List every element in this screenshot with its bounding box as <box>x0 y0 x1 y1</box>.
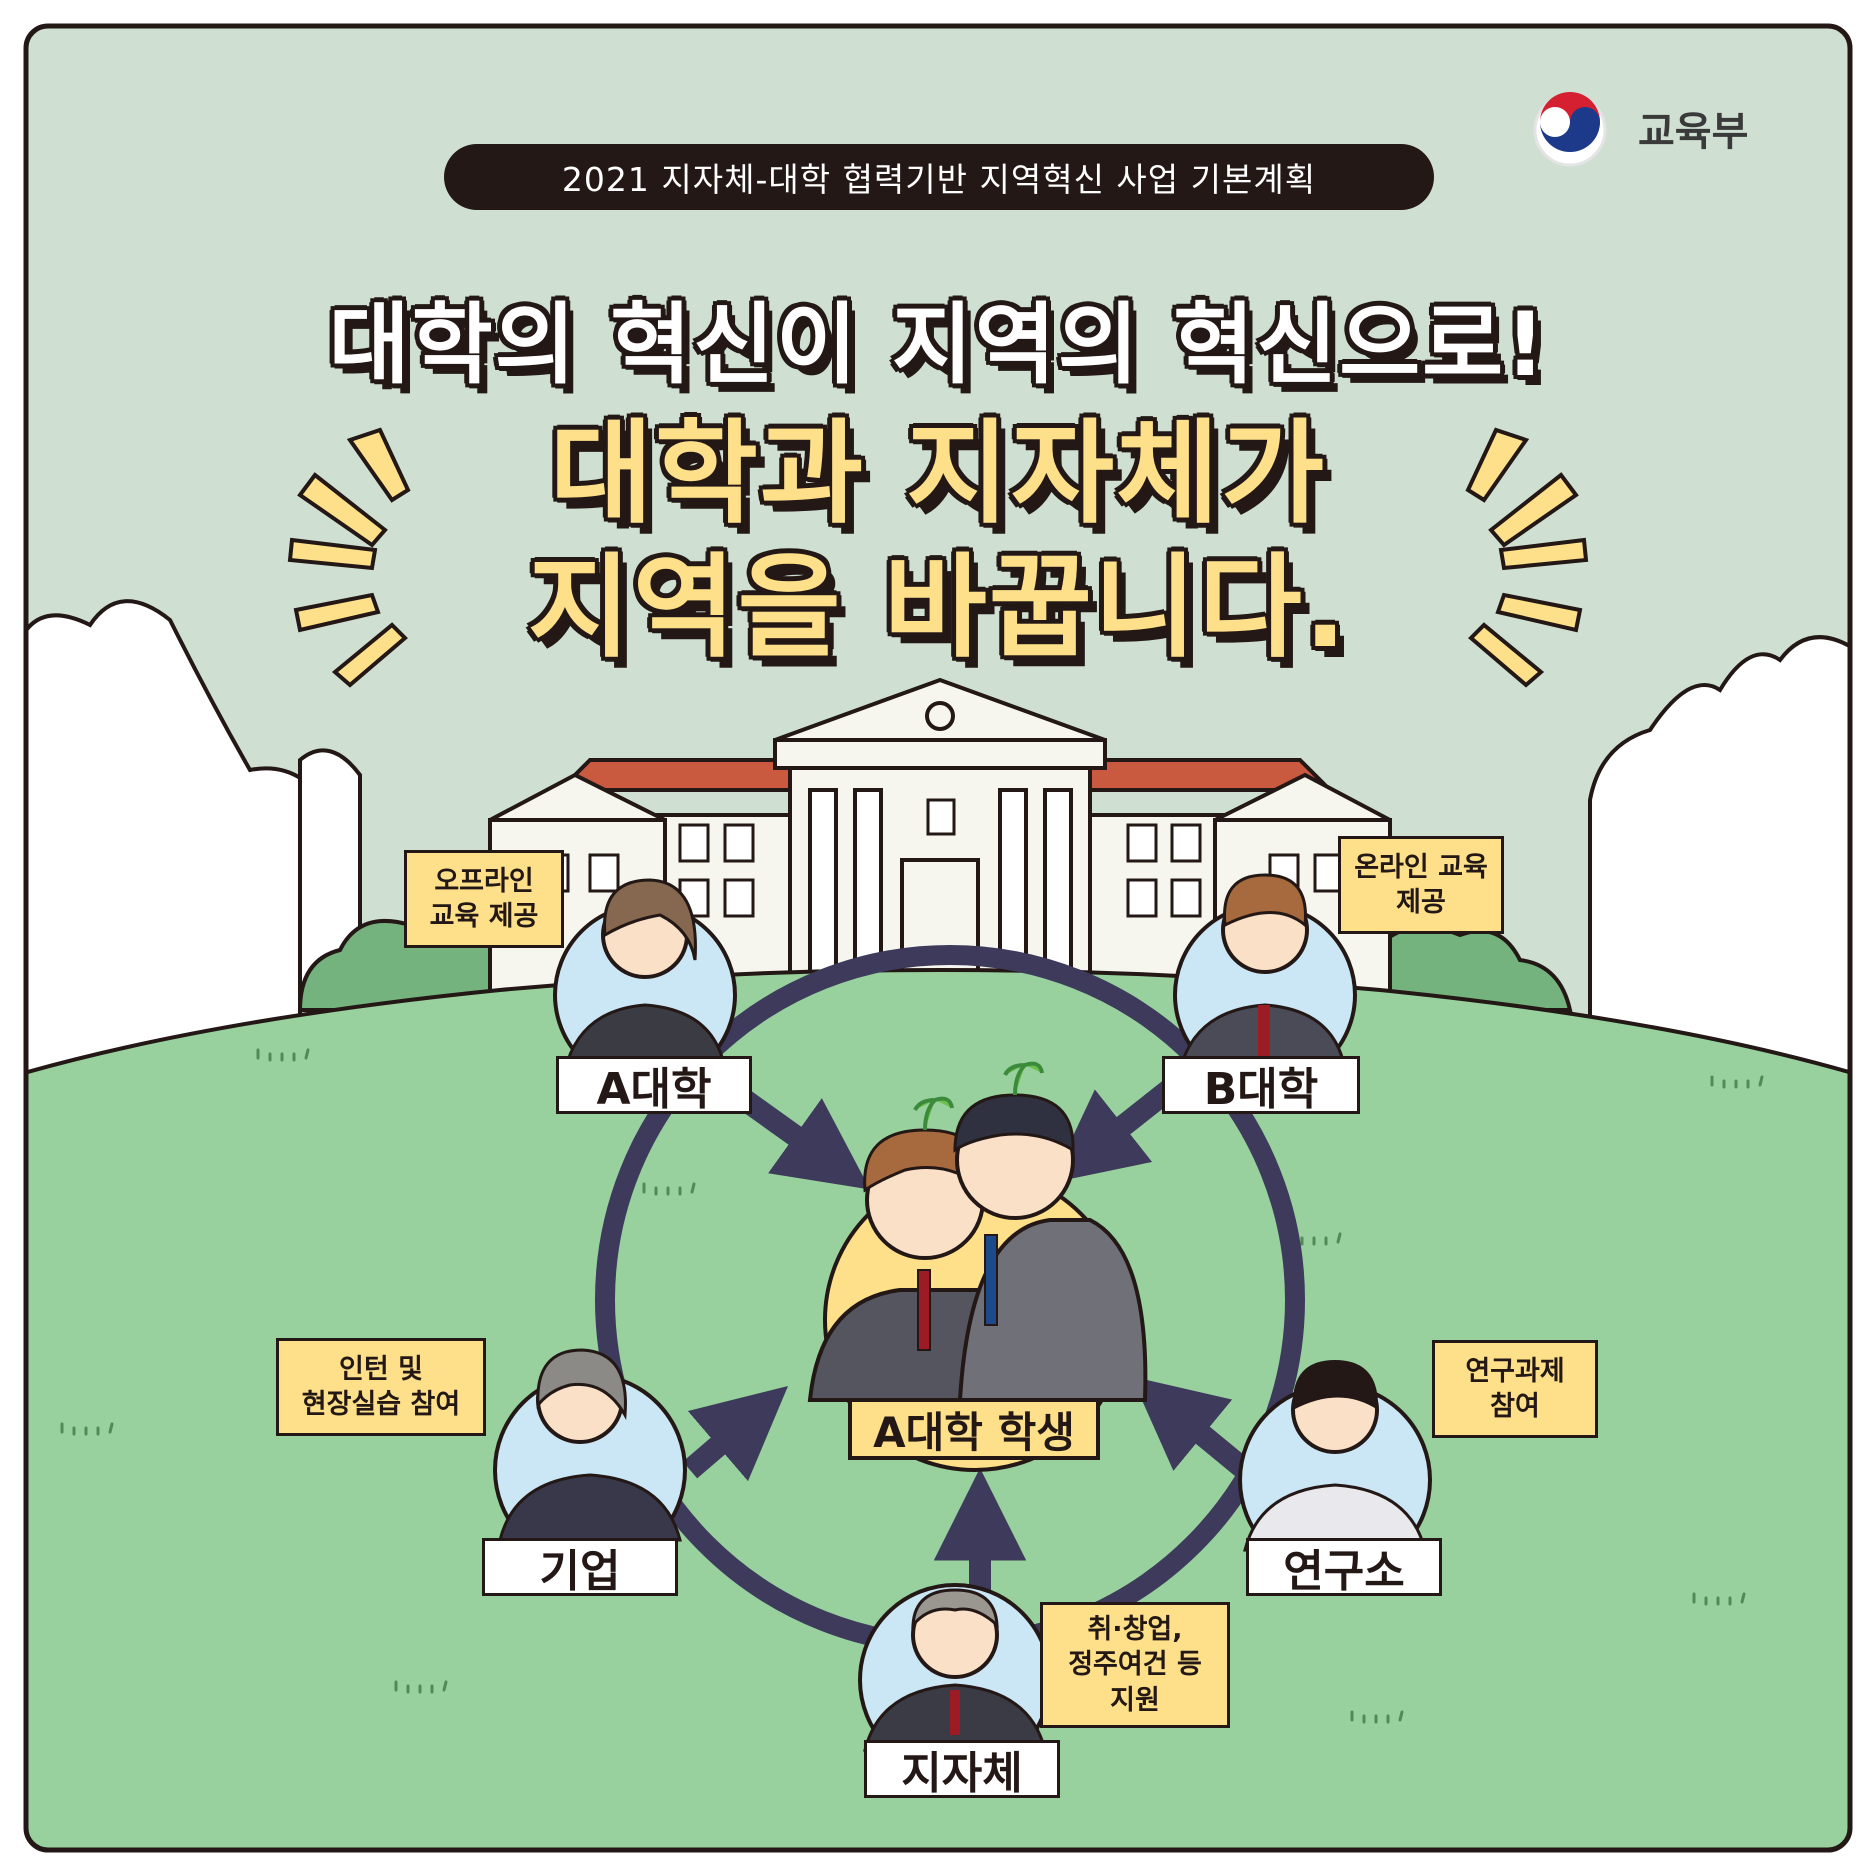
note-local-gov-line3: 지원 <box>1110 1684 1160 1716</box>
flow-arrows <box>682 1076 1252 1600</box>
arrow-a-univ <box>738 1091 871 1190</box>
note-institute: 연구과제 참여 <box>1432 1340 1598 1438</box>
arrow-institute <box>1131 1376 1252 1479</box>
note-a-univ-line1: 오프라인 <box>434 865 534 897</box>
sun-rays-right <box>1465 427 1589 688</box>
note-b-univ: 온라인 교육 제공 <box>1338 836 1504 934</box>
node-label-a-univ: A대학 <box>556 1056 752 1115</box>
node-label-b-univ: B대학 <box>1162 1056 1360 1115</box>
grass-tufts <box>60 1048 1764 1724</box>
ministry-emblem <box>1533 92 1607 167</box>
arrow-b-univ <box>1050 1076 1182 1183</box>
plan-title-pill: 2021 지자체-대학 협력기반 지역혁신 사업 기본계획 <box>444 144 1434 210</box>
card-frame <box>23 23 1853 1853</box>
note-local-gov-line2: 정주여건 등 <box>1068 1649 1202 1681</box>
center-students <box>807 1061 1148 1472</box>
note-company-line2: 현장실습 참여 <box>301 1389 461 1420</box>
note-a-univ-line2: 교육 제공 <box>429 901 539 932</box>
note-local-gov: 취·창업, 정주여건 등 지원 <box>1040 1602 1230 1728</box>
headline-line2: 대학과 지자체가 <box>549 409 1327 539</box>
headline-line1: 대학의 혁신이 지역의 혁신으로! <box>328 292 1548 396</box>
person-a-univ <box>553 878 737 1087</box>
note-b-univ-line1: 온라인 교육 <box>1354 851 1488 883</box>
clouds <box>26 599 1850 1102</box>
node-label-institute: 연구소 <box>1246 1538 1442 1597</box>
note-a-univ: 오프라인 교육 제공 <box>404 850 564 948</box>
note-local-gov-line1: 취·창업, <box>1087 1614 1183 1646</box>
sun-rays-left <box>287 427 411 688</box>
person-local-gov <box>858 1583 1052 1777</box>
node-label-company: 기업 <box>482 1538 678 1597</box>
person-company <box>493 1348 687 1567</box>
center-label-students: A대학 학생 <box>848 1398 1100 1460</box>
note-company: 인턴 및 현장실습 참여 <box>276 1338 486 1436</box>
headline-line3: 지역을 바꿉니다. <box>527 543 1349 673</box>
note-institute-line2: 참여 <box>1490 1391 1540 1422</box>
person-b-univ <box>1173 873 1357 1087</box>
node-label-local-gov: 지자체 <box>864 1740 1060 1799</box>
note-institute-line1: 연구과제 <box>1465 1355 1565 1387</box>
note-company-line1: 인턴 및 <box>339 1353 423 1385</box>
person-institute <box>1238 1360 1432 1577</box>
note-b-univ-line2: 제공 <box>1396 887 1446 918</box>
arrow-company <box>682 1385 789 1482</box>
ministry-name: 교육부 <box>1638 109 1749 155</box>
